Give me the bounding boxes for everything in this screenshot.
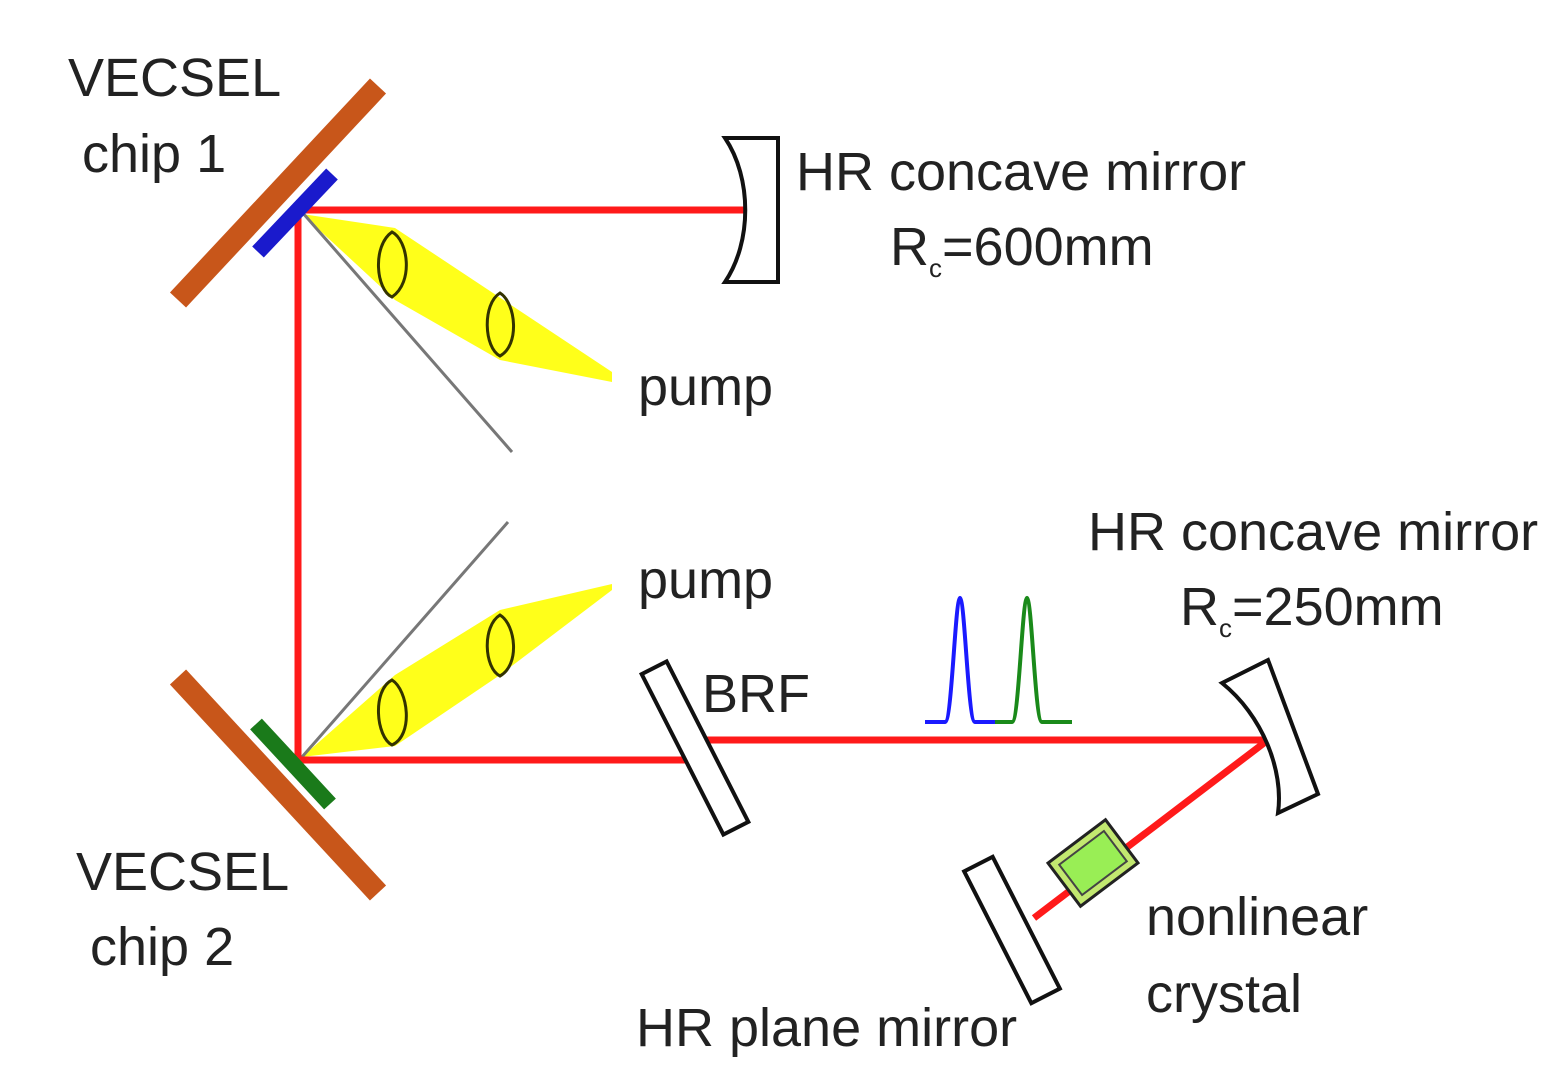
mirror1-label: HR concave mirror (796, 142, 1246, 202)
mirror1-radius: Rc=600mm (890, 217, 1154, 283)
crystal-label-line1: nonlinear (1146, 887, 1368, 947)
plane-mirror-label: HR plane mirror (636, 998, 1017, 1058)
mirror1-r: R (890, 217, 929, 277)
lens-bottom-1 (377, 678, 408, 747)
pump-lenses-top (377, 230, 515, 358)
spectrum-peak-green (995, 595, 1072, 724)
lens-bottom-2 (485, 613, 515, 678)
spectrum-peak-blue (925, 595, 995, 724)
chip1-mount (169, 78, 387, 308)
pump-reflection-top (300, 211, 514, 453)
chip1-label-line1: VECSEL (68, 48, 281, 108)
mirror2-r-sub: c (1219, 613, 1232, 643)
hr-plane-mirror (961, 854, 1063, 1006)
chip1-gain (252, 168, 338, 258)
mirror2-radius: Rc=250mm (1180, 577, 1444, 643)
mirror2-r-value: =250mm (1232, 577, 1444, 637)
mirror1-r-value: =600mm (942, 217, 1154, 277)
chip2-label-line1: VECSEL (76, 842, 289, 902)
hr-concave-mirror-1 (721, 136, 780, 284)
mirror2-r: R (1180, 577, 1219, 637)
brf-label: BRF (702, 664, 810, 724)
brf-plate (638, 658, 752, 838)
chip2-gain (250, 718, 336, 810)
pump-label-top: pump (638, 357, 773, 417)
hr-concave-mirror-2 (1218, 657, 1321, 817)
crystal-label-line2: crystal (1146, 964, 1302, 1024)
pump-reflection-bottom (300, 521, 510, 758)
pump-lenses-bottom (377, 613, 515, 747)
pump-label-bottom: pump (638, 550, 773, 610)
nonlinear-crystal (1045, 817, 1141, 909)
chip1-label-line2: chip 1 (82, 124, 226, 184)
pump-beam-top-fill (302, 214, 612, 382)
lens-top-2 (485, 291, 515, 358)
chip2-mount (169, 669, 387, 901)
lens-top-1 (377, 230, 408, 299)
chip2-label-line2: chip 2 (90, 917, 234, 977)
mirror1-r-sub: c (929, 253, 942, 283)
mirror2-label: HR concave mirror (1088, 502, 1538, 562)
pump-beam-bottom-fill (302, 584, 612, 757)
